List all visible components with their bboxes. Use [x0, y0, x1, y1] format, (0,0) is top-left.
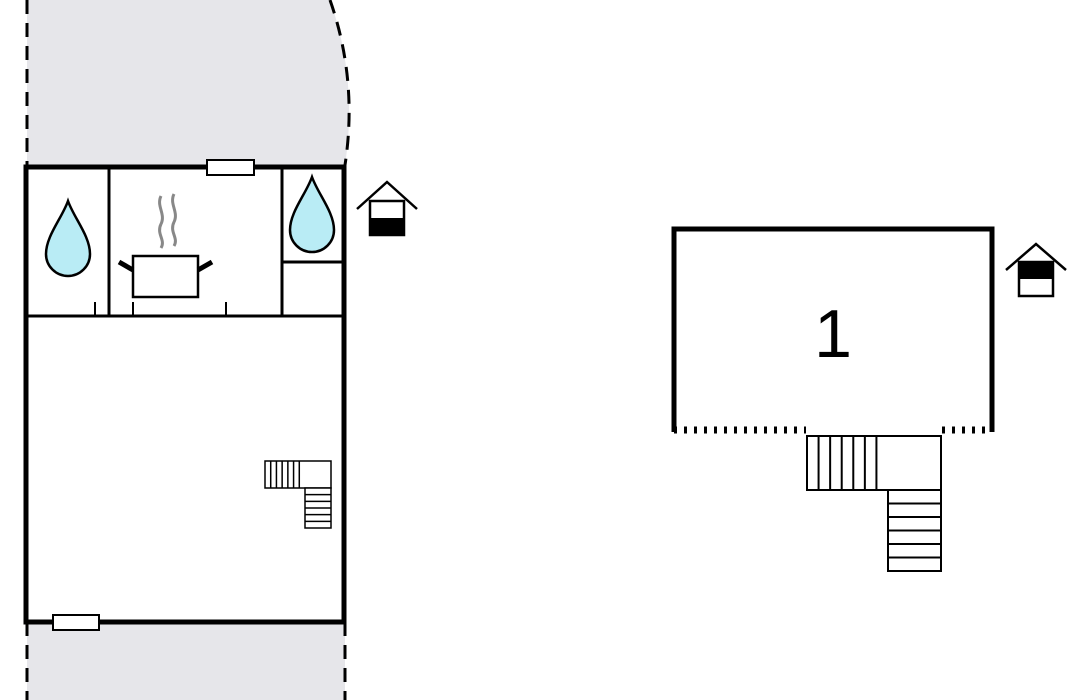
house-icon — [356, 180, 418, 237]
terrain-area — [25, 0, 351, 700]
cooking-pot-icon — [117, 193, 214, 299]
house-icon — [1005, 242, 1067, 298]
upper-floor-walls — [671, 226, 995, 432]
stairs — [806, 435, 942, 572]
water-drop-icon — [44, 197, 92, 278]
upper-floor-label: 1 — [814, 296, 852, 372]
window-bottom — [52, 614, 100, 631]
terrain-top — [27, 0, 350, 165]
window-top — [206, 159, 255, 176]
upper-floor-plan: 1 — [671, 226, 995, 572]
stairs — [264, 460, 332, 529]
water-drop-icon — [288, 173, 336, 254]
terrain-bottom — [27, 622, 345, 700]
terrain-boundary-curve — [328, 0, 351, 166]
ground-floor-plan — [23, 159, 347, 631]
